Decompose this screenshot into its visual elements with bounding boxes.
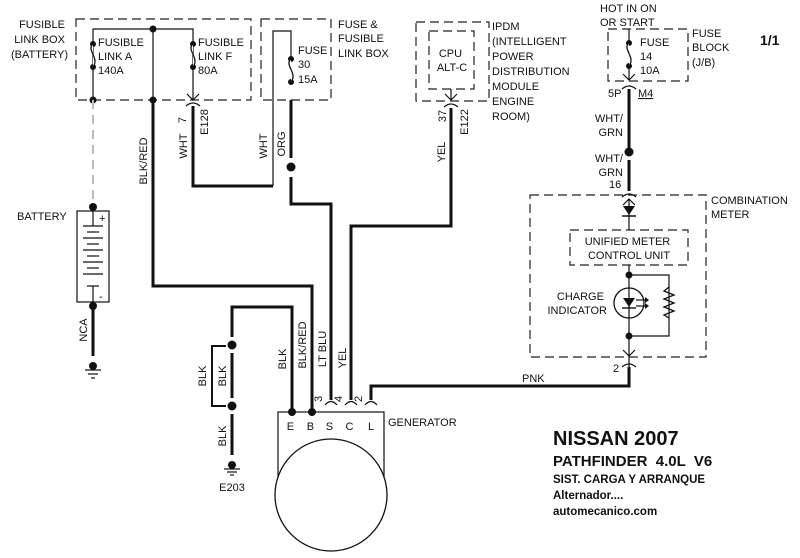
wire-org-lt-blu <box>289 177 333 392</box>
wire-blk-engine-ground <box>230 305 294 405</box>
splice-dot <box>286 162 296 172</box>
connector-e122: 37 E122 <box>437 93 471 135</box>
fusible-link-box-outline <box>75 18 252 101</box>
wire-wht-e128 <box>191 106 273 188</box>
combination-meter-label: COMBINATION METER <box>711 195 791 221</box>
diode-icon <box>622 199 636 230</box>
svg-text:7: 7 <box>177 117 189 123</box>
wire-label-nca: NCA <box>78 318 90 342</box>
cpu-label: CPU ALT-C <box>437 48 467 74</box>
title-model: PATHFINDER 4.0L V6 <box>553 453 712 470</box>
connector-2: 2 <box>613 349 637 375</box>
battery-icon: + - <box>76 203 110 310</box>
battery-label: BATTERY <box>17 211 67 223</box>
title-system: SIST. CARGA Y ARRANQUE <box>553 474 705 486</box>
charge-indicator-label: CHARGE INDICATOR <box>548 291 608 317</box>
wire-label-blk-outer: BLK <box>197 365 209 386</box>
wire-label-wht-grn-2: WHT/GRN <box>595 153 624 179</box>
ground-e203-icon <box>224 461 240 476</box>
svg-text:E122: E122 <box>459 109 471 135</box>
svg-text:2: 2 <box>353 396 365 402</box>
ground-icon <box>85 362 101 379</box>
wire-label-gen-yel: YEL <box>337 348 349 369</box>
wire-label-wht: WHT <box>178 133 190 158</box>
cpu-outline <box>428 30 475 90</box>
page-number: 1/1 <box>760 32 780 48</box>
wire-yel <box>349 108 453 392</box>
fusible-link-box-label: FUSIBLE LINK BOX (BATTERY) <box>11 19 68 61</box>
wire-label-blk-inner: BLK <box>217 365 229 386</box>
ground-label: E203 <box>219 482 245 494</box>
svg-text:5P: 5P <box>608 88 621 100</box>
svg-text:-: - <box>99 291 103 303</box>
wire-label-gen-blk: BLK <box>277 348 289 369</box>
wire-label-blk-red: BLK/RED <box>138 137 150 184</box>
svg-text:+: + <box>99 213 105 225</box>
svg-text:M4: M4 <box>638 88 653 100</box>
ipdm-outline <box>415 21 490 102</box>
resistor-icon <box>662 286 676 319</box>
wire-blk-red-battery <box>151 100 314 405</box>
fuse-block-outline <box>607 28 689 82</box>
combination-meter-outline <box>529 194 707 358</box>
splice-dot <box>624 147 634 157</box>
connector-16: 16 <box>609 179 637 206</box>
title-site: automecanico.com <box>553 506 657 518</box>
charge-indicator-lamp-icon <box>613 287 649 319</box>
wire-label-wht-2: WHT <box>258 133 270 158</box>
wire-label-gen-blk-red: BLK/RED <box>297 321 309 368</box>
fuse-fusible-link-box-label: FUSE & FUSIBLE LINK BOX <box>338 19 389 60</box>
fuse-block-label: FUSE BLOCK (J/B) <box>692 28 732 69</box>
ipdm-label: IPDM (INTELLIGENT POWER DISTRIBUTION MOD… <box>492 21 573 123</box>
wire-pnk <box>369 367 631 392</box>
wire-label-gen-lt-blu: LT BLU <box>317 331 329 367</box>
hot-in-label: HOT IN ON OR START <box>600 3 660 29</box>
generator-icon <box>274 411 388 552</box>
svg-text:16: 16 <box>609 179 621 191</box>
fuse-fusible-link-box-outline <box>260 18 332 101</box>
connector-m4: 5P M4 <box>608 73 653 100</box>
connector-e128: 7 E128 <box>177 93 211 135</box>
junction-dot <box>149 25 157 33</box>
unified-meter-label: UNIFIED METER CONTROL UNIT <box>585 236 674 262</box>
svg-text:2: 2 <box>613 363 619 375</box>
title-make-year: NISSAN 2007 <box>553 428 679 450</box>
svg-text:3: 3 <box>313 396 325 402</box>
wire-label-blk-ground: BLK <box>217 425 229 446</box>
svg-text:37: 37 <box>437 110 449 122</box>
wire-label-wht-grn-1: WHT/GRN <box>595 113 624 139</box>
wire-label-org: ORG <box>276 131 288 156</box>
svg-text:4: 4 <box>333 396 345 402</box>
wire-label-pnk: PNK <box>522 373 545 385</box>
fuse-box-feed <box>272 30 292 186</box>
generator-label: GENERATOR <box>388 417 457 429</box>
svg-text:E128: E128 <box>199 109 211 135</box>
wire-label-yel: YEL <box>436 142 448 163</box>
title-subtitle: Alternador.... <box>553 490 623 502</box>
generator-terminals: E B S C L <box>287 421 374 433</box>
